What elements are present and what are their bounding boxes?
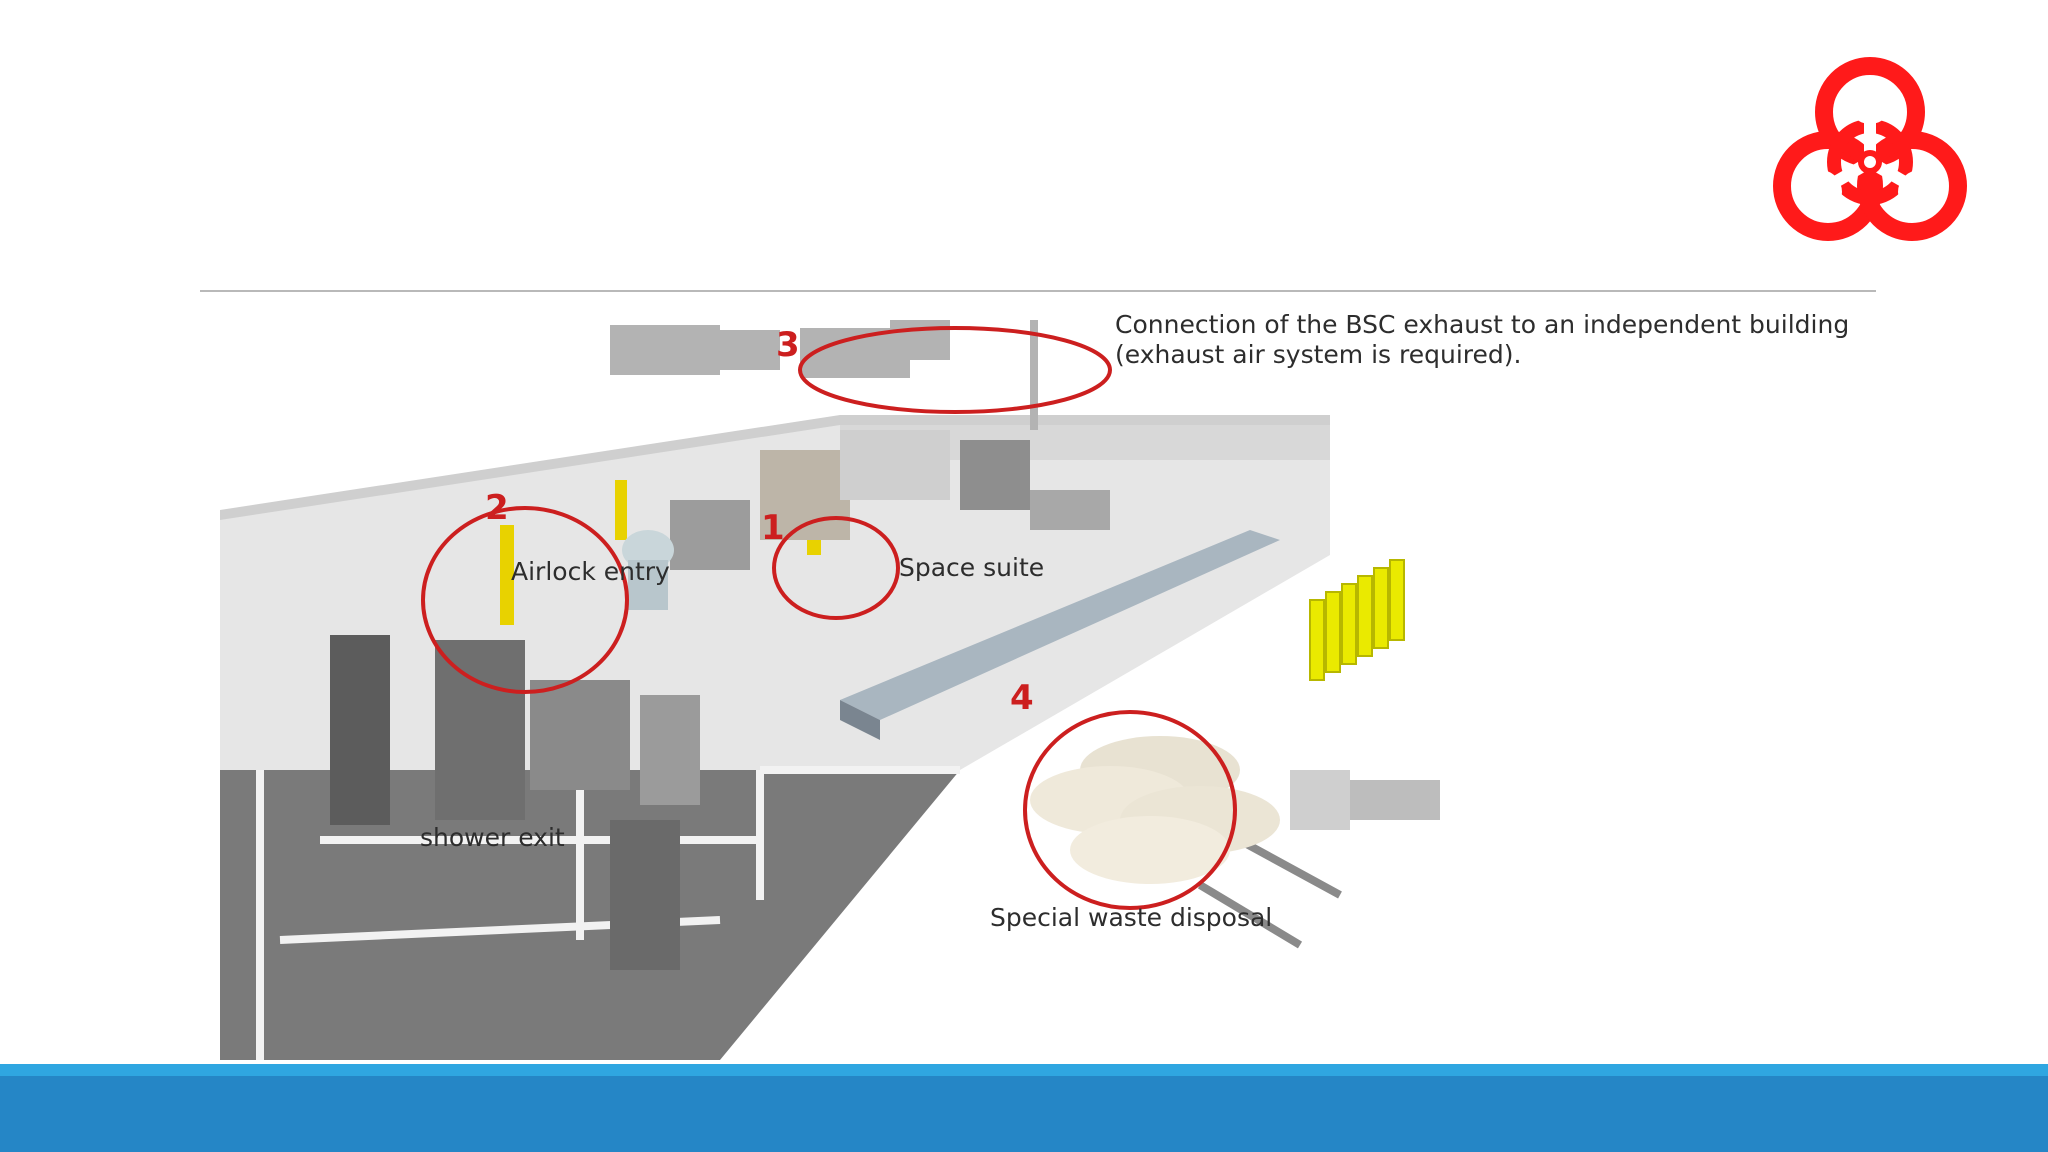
footer-accent-bar — [0, 1064, 2048, 1076]
bsc-exhaust-label-line2: (exhaust air system is required). — [1115, 340, 1522, 369]
marker-1: 1 — [761, 508, 785, 548]
shower-exit-label: shower exit — [420, 823, 565, 852]
marker-3: 3 — [776, 325, 800, 365]
special-waste-disposal-label: Special waste disposal — [990, 903, 1273, 932]
bsl4-lab-illustration — [200, 300, 1490, 1070]
marker-4: 4 — [1010, 678, 1034, 718]
biohazard-icon — [1760, 50, 1980, 270]
airlock-entry-label: Airlock entry — [511, 557, 670, 586]
space-suite-label: Space suite — [899, 553, 1045, 582]
bsc-exhaust-label-line1: Connection of the BSC exhaust to an inde… — [1115, 310, 1850, 339]
footer-bar — [0, 1076, 2048, 1152]
title-divider — [200, 290, 1876, 292]
marker-2: 2 — [485, 488, 509, 528]
